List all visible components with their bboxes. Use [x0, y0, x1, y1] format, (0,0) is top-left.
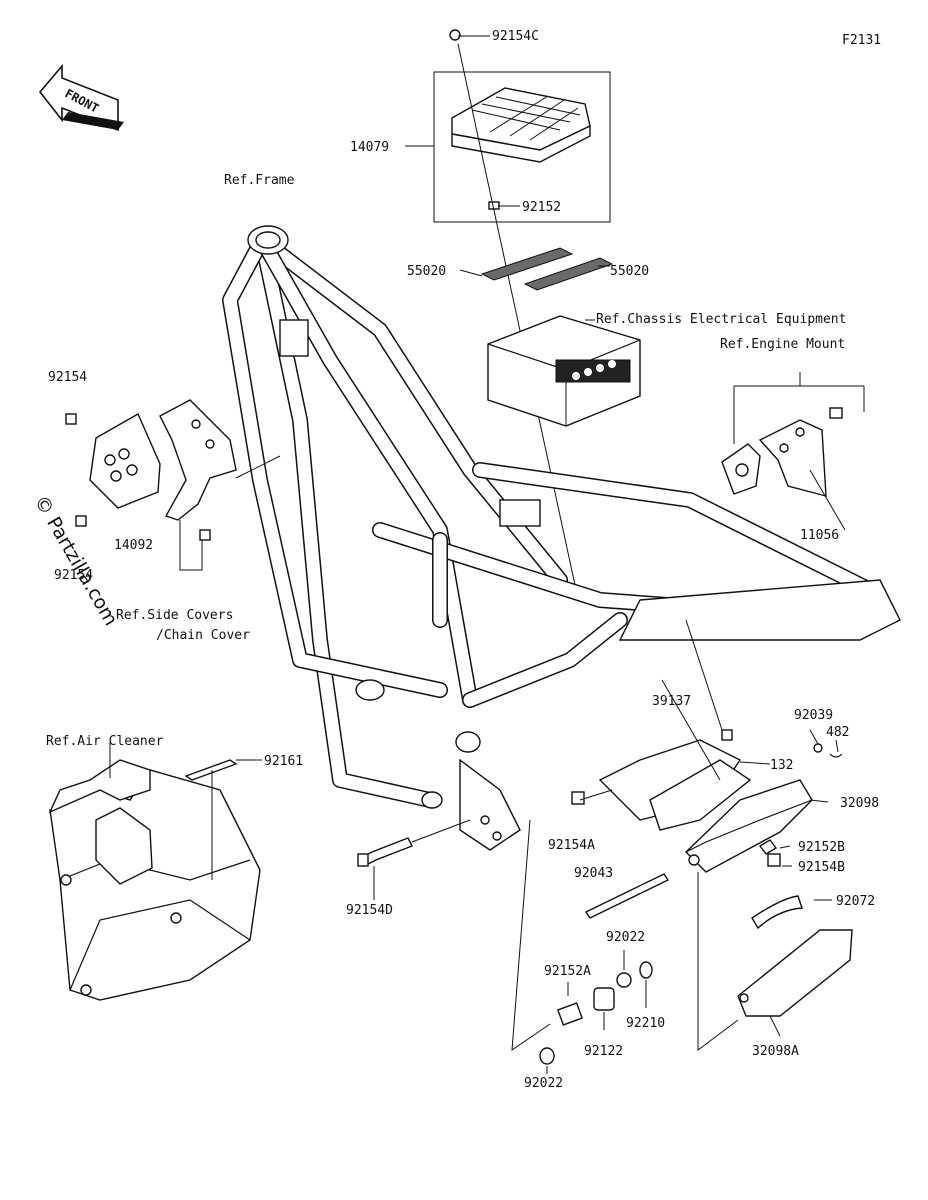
- engine-mount-11056: [721, 407, 843, 497]
- label-92072: 92072: [836, 894, 875, 909]
- label-132: 132: [770, 758, 793, 773]
- label-11056: 11056: [800, 528, 839, 543]
- chain-guard-parts: [571, 729, 853, 1017]
- watermark: © Partzilla.com: [30, 492, 122, 630]
- label-92210: 92210: [626, 1016, 665, 1031]
- air-cleaner: [48, 759, 261, 1001]
- label-55020-left: 55020: [407, 264, 446, 279]
- label-32098: 32098: [840, 796, 879, 811]
- bolt-92154D: [357, 837, 413, 867]
- label-ref-frame: Ref.Frame: [224, 173, 295, 188]
- label-92154C: 92154C: [492, 29, 539, 44]
- front-arrow-icon: FRONT: [38, 63, 124, 132]
- label-92152: 92152: [522, 200, 561, 215]
- label-92154B: 92154B: [798, 860, 845, 875]
- label-482: 482: [826, 725, 849, 740]
- label-92039: 92039: [794, 708, 833, 723]
- label-14079: 14079: [350, 140, 389, 155]
- label-92154D: 92154D: [346, 903, 393, 918]
- label-92154-bottom: 92154: [54, 568, 93, 583]
- label-92154A: 92154A: [548, 838, 595, 853]
- label-39137: 39137: [652, 694, 691, 709]
- label-ref-side-covers: Ref.Side Covers: [116, 608, 233, 623]
- bushings: [539, 961, 653, 1065]
- label-92043: 92043: [574, 866, 613, 881]
- label-ref-chain-cover: /Chain Cover: [156, 628, 250, 643]
- label-92161: 92161: [264, 754, 303, 769]
- label-ref-air-cleaner: Ref.Air Cleaner: [46, 734, 164, 749]
- watermark-text: © Partzilla.com: [30, 492, 122, 630]
- bracket-14092: [65, 399, 237, 541]
- part-14079-group: [433, 29, 611, 223]
- label-14092: 14092: [114, 538, 153, 553]
- label-ref-engine-mount: Ref.Engine Mount: [720, 337, 845, 352]
- label-55020-right: 55020: [610, 264, 649, 279]
- frame: [222, 225, 901, 851]
- label-92152A: 92152A: [544, 964, 591, 979]
- label-92154-top: 92154: [48, 370, 87, 385]
- label-92122: 92122: [584, 1044, 623, 1059]
- label-92152B: 92152B: [798, 840, 845, 855]
- label-92022-bottom: 92022: [524, 1076, 563, 1091]
- label-32098A: 32098A: [752, 1044, 799, 1059]
- battery: [487, 315, 641, 427]
- label-ref-chassis-electrical: Ref.Chassis Electrical Equipment: [596, 312, 846, 327]
- figure-id: F2131: [842, 33, 881, 48]
- label-92022-top: 92022: [606, 930, 645, 945]
